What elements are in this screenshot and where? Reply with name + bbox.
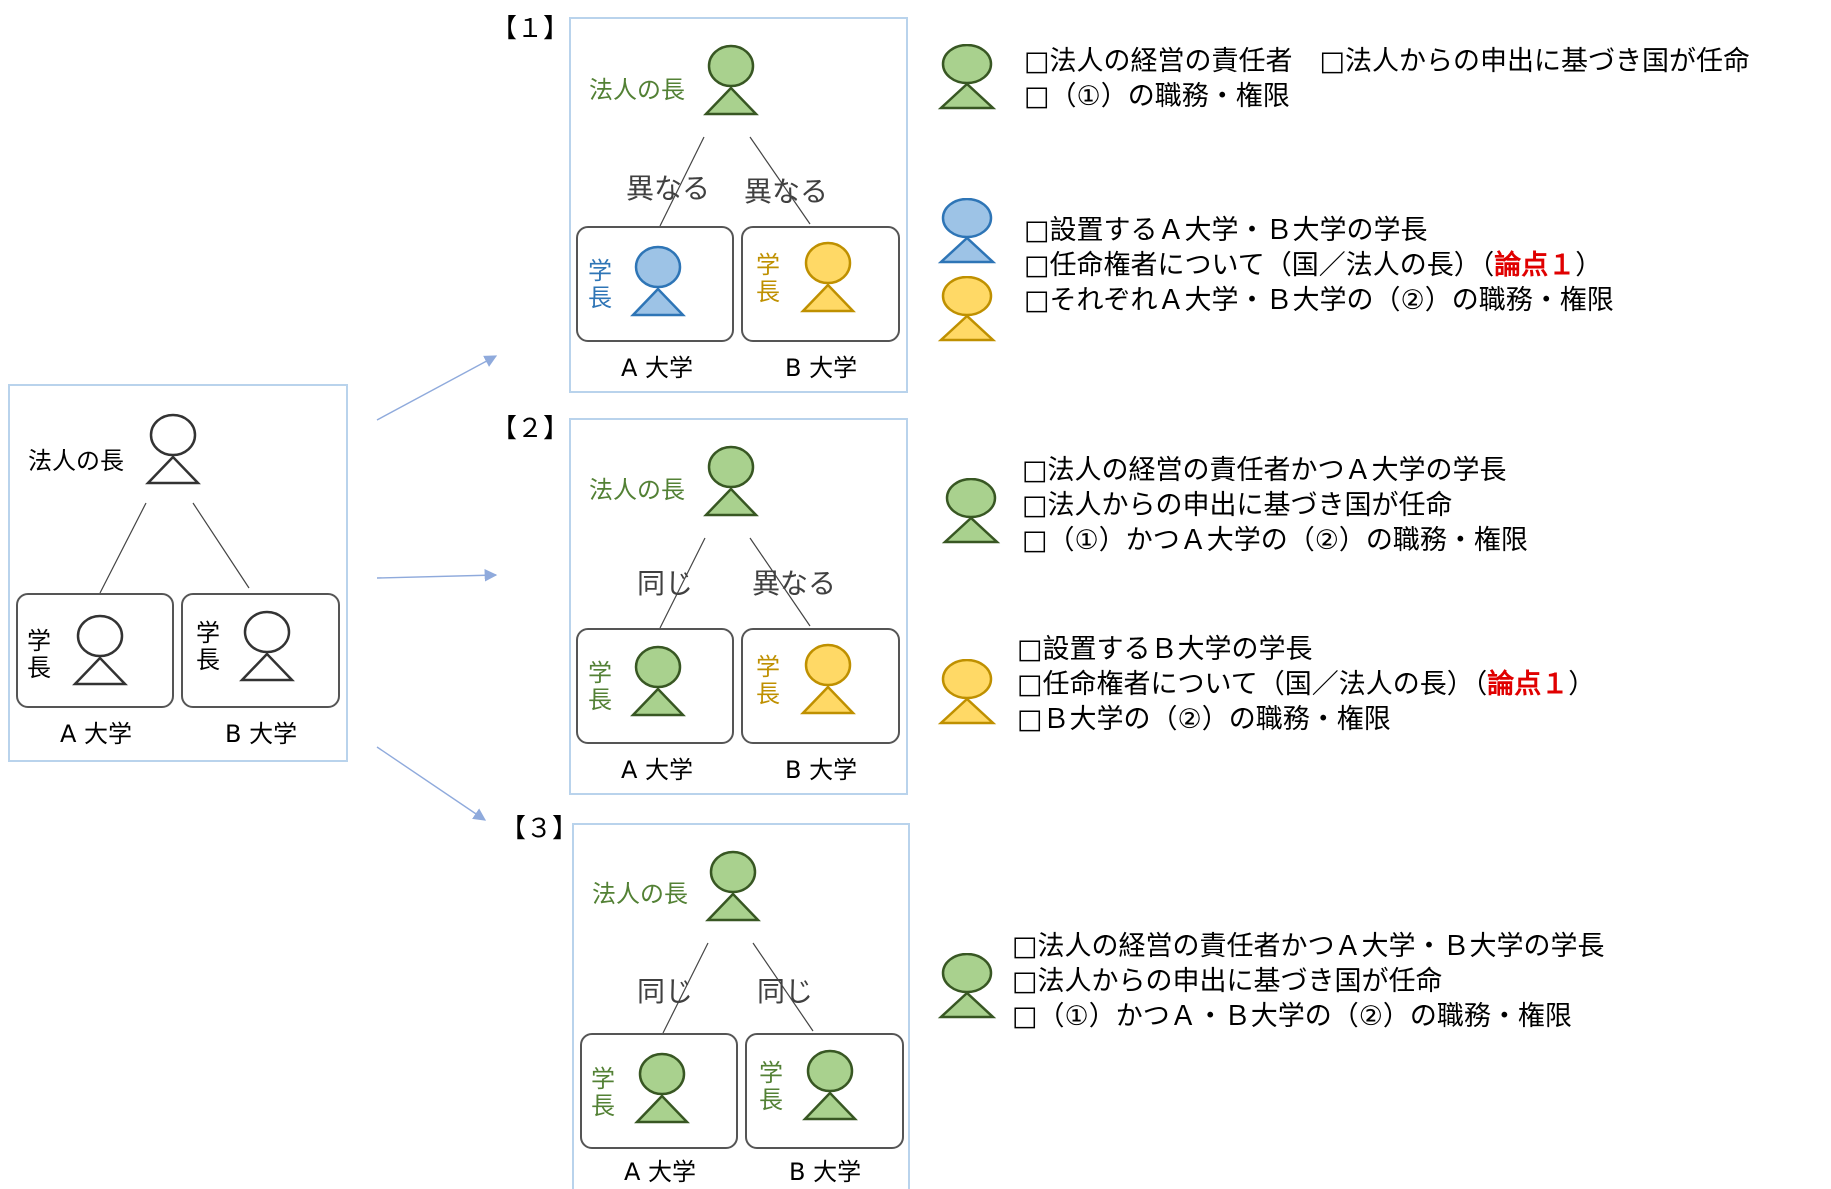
person-icon bbox=[703, 445, 759, 517]
person-icon bbox=[630, 645, 686, 717]
original-head-label: 法人の長 bbox=[28, 447, 124, 475]
university-b-box bbox=[741, 226, 900, 342]
person-icon bbox=[937, 44, 997, 110]
person-icon bbox=[800, 241, 856, 313]
university-a-box bbox=[580, 1033, 738, 1149]
university-a-name: A 大学 bbox=[621, 756, 694, 784]
person-icon bbox=[941, 478, 1001, 544]
description-block: □法人の経営の責任者 □法人からの申出に基づき国が任命 □（①）の職務・権限 bbox=[1024, 44, 1750, 114]
head-label: 法人の長 bbox=[589, 476, 685, 504]
scenario-frame bbox=[569, 418, 908, 795]
scenario-frame bbox=[569, 17, 908, 393]
university-b-name: B 大学 bbox=[789, 1158, 862, 1186]
university-b-name: B 大学 bbox=[785, 756, 858, 784]
university-b-box bbox=[741, 628, 900, 744]
person-icon bbox=[937, 198, 997, 264]
president-role-label: 学長 bbox=[588, 257, 612, 312]
president-role-label: 学長 bbox=[591, 1065, 615, 1120]
person-icon bbox=[705, 850, 761, 922]
arrow-icon bbox=[376, 746, 487, 821]
university-b-name: B 大学 bbox=[225, 720, 298, 748]
university-a-box bbox=[576, 226, 734, 342]
description-line: □任命権者について（国／法人の長）（論点１） bbox=[1024, 250, 1603, 281]
president-role-label: 学長 bbox=[196, 619, 220, 674]
relation-label-b: 異なる bbox=[744, 175, 829, 208]
relation-label-a: 同じ bbox=[637, 975, 694, 1008]
person-icon bbox=[937, 953, 997, 1019]
president-role-label: 学長 bbox=[756, 251, 780, 306]
person-icon bbox=[703, 44, 759, 116]
description-line: □（①）かつＡ大学の（②）の職務・権限 bbox=[1022, 525, 1528, 556]
description-line: □法人の経営の責任者 □法人からの申出に基づき国が任命 bbox=[1024, 46, 1751, 77]
description-line: □設置するＡ大学・Ｂ大学の学長 bbox=[1024, 215, 1428, 246]
description-block: □法人の経営の責任者かつＡ大学・Ｂ大学の学長 □法人からの申出に基づき国が任命 … bbox=[1012, 929, 1605, 1034]
description-block: □設置するＡ大学・Ｂ大学の学長 □任命権者について（国／法人の長）（論点１） □… bbox=[1024, 213, 1614, 318]
description-line: □Ｂ大学の（②）の職務・権限 bbox=[1017, 704, 1391, 735]
person-icon bbox=[802, 1049, 858, 1121]
scenario-number: 【３】 bbox=[500, 814, 579, 844]
description-line: □法人からの申出に基づき国が任命 bbox=[1012, 966, 1443, 997]
description-line: □法人の経営の責任者かつＡ大学・Ｂ大学の学長 bbox=[1012, 931, 1605, 962]
president-role-label: 学長 bbox=[759, 1059, 783, 1114]
original-structure-frame bbox=[8, 384, 348, 762]
arrow-icon bbox=[376, 355, 498, 421]
person-icon bbox=[630, 245, 686, 317]
university-b-box bbox=[181, 593, 340, 708]
description-line: □それぞれＡ大学・Ｂ大学の（②）の職務・権限 bbox=[1024, 285, 1614, 316]
person-icon bbox=[239, 610, 295, 682]
president-role-label: 学長 bbox=[588, 659, 612, 714]
issue-marker: 論点１ bbox=[1487, 669, 1569, 700]
scenario-number: 【２】 bbox=[491, 414, 570, 444]
university-a-name: A 大学 bbox=[60, 720, 133, 748]
scenario-number: 【１】 bbox=[491, 14, 570, 44]
president-role-label: 学長 bbox=[756, 653, 780, 708]
head-label: 法人の長 bbox=[589, 76, 685, 104]
person-icon bbox=[800, 643, 856, 715]
university-a-name: A 大学 bbox=[621, 354, 694, 382]
description-block: □設置するＢ大学の学長 □任命権者について（国／法人の長）（論点１） □Ｂ大学の… bbox=[1017, 632, 1595, 737]
issue-marker: 論点１ bbox=[1494, 250, 1576, 281]
description-line: □任命権者について（国／法人の長）（論点１） bbox=[1017, 669, 1596, 700]
description-line: □（①）かつＡ・Ｂ大学の（②）の職務・権限 bbox=[1012, 1001, 1572, 1032]
president-role-label: 学長 bbox=[27, 627, 51, 682]
description-line: □法人からの申出に基づき国が任命 bbox=[1022, 490, 1453, 521]
university-a-box bbox=[16, 593, 174, 708]
description-block: □法人の経営の責任者かつＡ大学の学長 □法人からの申出に基づき国が任命 □（①）… bbox=[1022, 453, 1528, 558]
description-line: □（①）の職務・権限 bbox=[1024, 81, 1290, 112]
relation-label-b: 同じ bbox=[757, 975, 814, 1008]
university-b-box bbox=[745, 1033, 904, 1149]
relation-label-a: 同じ bbox=[637, 567, 694, 600]
head-label: 法人の長 bbox=[592, 880, 688, 908]
person-icon bbox=[634, 1052, 690, 1124]
university-a-box bbox=[576, 628, 734, 744]
description-line: □法人の経営の責任者かつＡ大学の学長 bbox=[1022, 455, 1507, 486]
relation-label-b: 異なる bbox=[752, 567, 837, 600]
university-b-name: B 大学 bbox=[785, 354, 858, 382]
relation-label-a: 異なる bbox=[626, 172, 711, 205]
person-icon bbox=[937, 659, 997, 725]
description-line: □設置するＢ大学の学長 bbox=[1017, 634, 1313, 665]
scenario-frame bbox=[572, 823, 910, 1189]
person-icon bbox=[72, 614, 128, 686]
person-icon bbox=[145, 413, 201, 485]
arrow-icon bbox=[376, 568, 498, 582]
person-icon bbox=[937, 276, 997, 342]
university-a-name: A 大学 bbox=[624, 1158, 697, 1186]
